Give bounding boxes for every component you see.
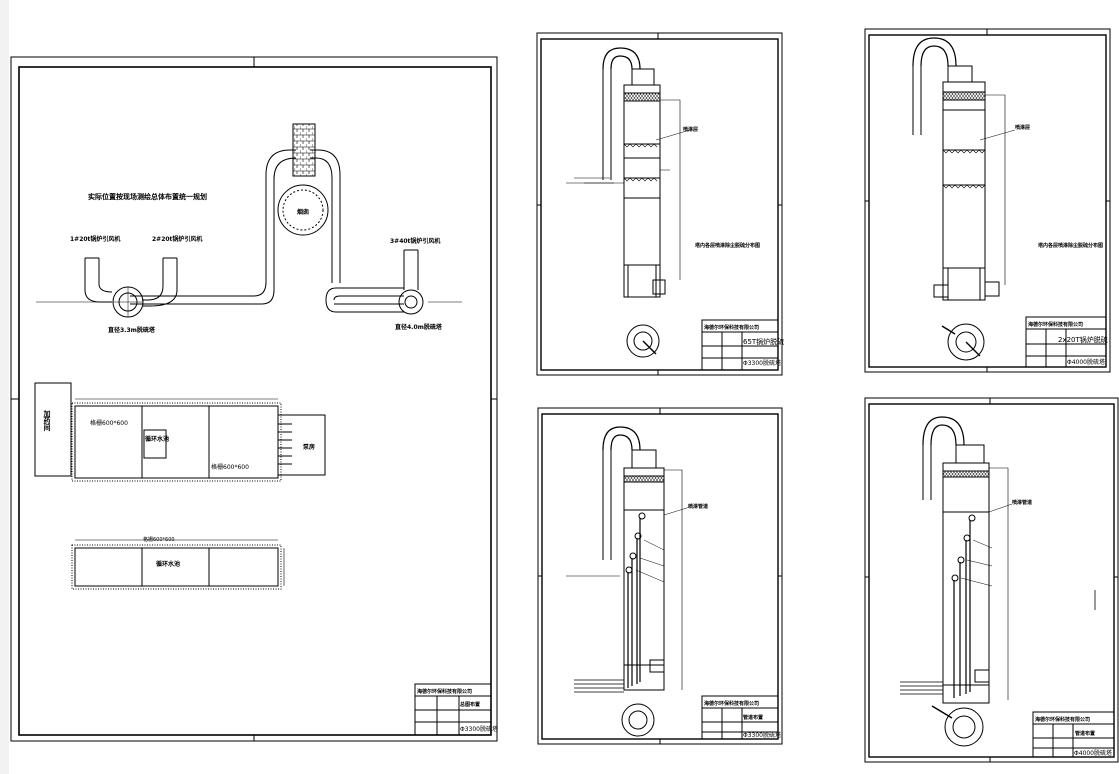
tb4-spec: Φ3300脱硫塔 bbox=[743, 731, 781, 739]
sheet3-note: 塔内各层喷淋除尘脱硫分布图 bbox=[1038, 242, 1103, 249]
site-plan-title: 实际位置按现场测绘总体布置统一规划 bbox=[88, 192, 207, 201]
tower-label-right: 直径4.0m脱硫塔 bbox=[395, 323, 443, 331]
tb3-spec: Φ4000脱硫塔 bbox=[1067, 358, 1105, 366]
tb5-company: 海德尔环保科技有限公司 bbox=[1035, 716, 1090, 723]
tb1-drawing: 总图布置 bbox=[460, 701, 480, 708]
tb5-drawing: 管道布置 bbox=[1075, 730, 1095, 737]
grate-label-2: 格栅600*600 bbox=[211, 463, 249, 471]
dosing-room-label: 加药间 bbox=[43, 409, 52, 432]
sheet3-leader: 喷淋层 bbox=[1015, 124, 1030, 131]
tb1-company: 海德尔环保科技有限公司 bbox=[417, 688, 472, 695]
sheet-piping-3300 bbox=[537, 407, 783, 745]
section-grate-label: 格栅600*600 bbox=[143, 536, 175, 543]
sheet-piping-4000 bbox=[864, 397, 1119, 763]
tb2-spec: Φ3300脱硫塔 bbox=[743, 359, 781, 367]
fan-label-1: 1#20t锅炉引风机 bbox=[70, 235, 120, 243]
tb4-company: 海德尔环保科技有限公司 bbox=[704, 700, 759, 707]
sheet5-leader: 喷淋管道 bbox=[1012, 499, 1032, 506]
fan-label-2: 2#20t锅炉引风机 bbox=[152, 235, 202, 243]
tower-label-left: 直径3.3m脱硫塔 bbox=[108, 326, 156, 334]
tb3-company: 海德尔环保科技有限公司 bbox=[1028, 321, 1083, 328]
tb4-drawing: 管道布置 bbox=[743, 714, 763, 721]
fan-label-3: 3#40t锅炉引风机 bbox=[390, 237, 440, 245]
sheet-tower-65t bbox=[536, 32, 783, 376]
tb2-drawing: 65T锅炉脱硫 bbox=[743, 337, 784, 346]
sheet5-labels: 喷淋管道 海德尔环保科技有限公司 管道布置 Φ4000脱硫塔 bbox=[1012, 499, 1112, 757]
sheet-general-layout bbox=[10, 56, 498, 742]
grate-label-1: 格栅600*600 bbox=[90, 419, 128, 427]
viewer-edge bbox=[0, 0, 9, 774]
sheet4-leader: 喷淋管道 bbox=[688, 503, 708, 510]
tb3-drawing: 2x20T锅炉脱硫 bbox=[1058, 335, 1108, 344]
tb5-spec: Φ4000脱硫塔 bbox=[1074, 749, 1112, 757]
sheet3-labels: 塔内各层喷淋除尘脱硫分布图 喷淋层 海德尔环保科技有限公司 2x20T锅炉脱硫 … bbox=[1015, 124, 1108, 366]
sheet-tower-2x20t bbox=[864, 28, 1111, 373]
sheet4-labels: 喷淋管道 海德尔环保科技有限公司 管道布置 Φ3300脱硫塔 bbox=[688, 503, 781, 739]
chimney-circle bbox=[277, 184, 329, 236]
tb1-spec: Φ3300脱硫塔 bbox=[460, 725, 498, 733]
chimney-label: 烟囱 bbox=[297, 208, 309, 216]
section-center-label: 循环水池 bbox=[156, 560, 180, 568]
pool-center-label: 循环水池 bbox=[145, 435, 169, 443]
pump-room-label: 泵房 bbox=[303, 443, 315, 451]
sheet2-leader: 喷淋层 bbox=[683, 126, 698, 133]
tb2-company: 海德尔环保科技有限公司 bbox=[704, 324, 759, 331]
sheet2-note: 塔内各层喷淋除尘脱硫分布图 bbox=[695, 242, 760, 249]
sheet1-labels: 实际位置按现场测绘总体布置统一规划 1#20t锅炉引风机 2#20t锅炉引风机 … bbox=[43, 192, 498, 733]
sheet2-labels: 塔内各层喷淋除尘脱硫分布图 喷淋层 海德尔环保科技有限公司 65T锅炉脱硫 Φ3… bbox=[683, 126, 784, 367]
